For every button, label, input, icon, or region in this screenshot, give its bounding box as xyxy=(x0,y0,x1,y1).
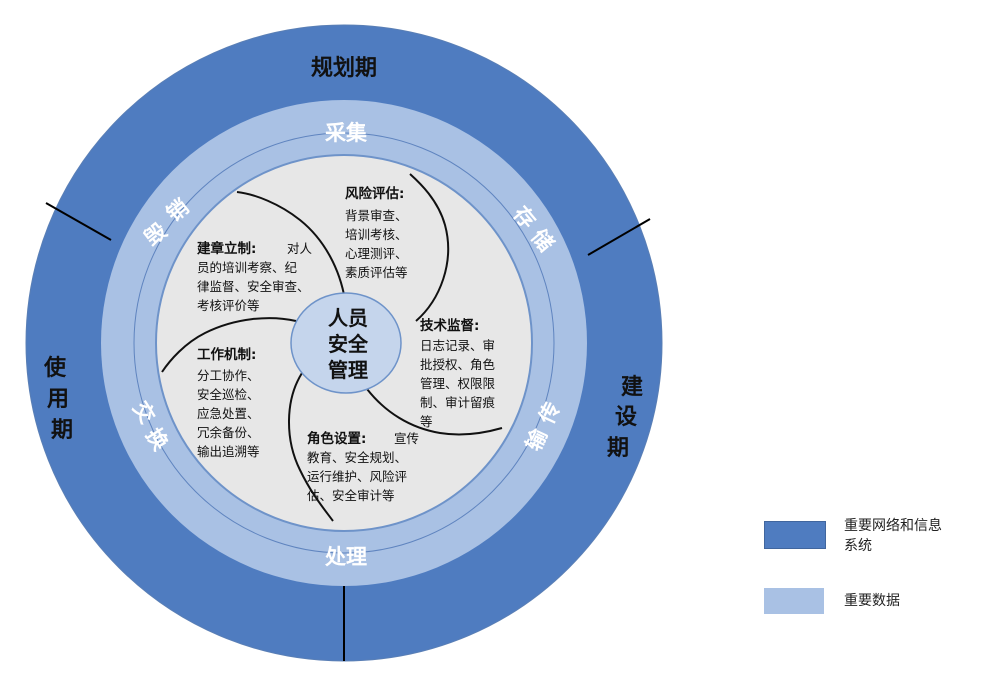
swirl-lines xyxy=(161,173,503,522)
tech-line-3: 管理、权限限 xyxy=(420,376,496,391)
divider-left xyxy=(45,202,112,241)
outer-label-left-2: 用 xyxy=(47,387,69,412)
swirl-line-2 xyxy=(366,388,503,436)
outer-label-top: 规划期 xyxy=(311,56,377,81)
divider-right xyxy=(587,218,651,256)
risk-line-1: 背景审查、 xyxy=(345,208,408,223)
tech-title: 技术监督: xyxy=(420,317,479,334)
center-line-3: 管理 xyxy=(328,358,368,382)
work-line-3: 应急处置、 xyxy=(197,406,260,421)
rules-title: 建章立制: xyxy=(196,240,256,257)
legend-swatch-data xyxy=(764,588,824,614)
outer-label-left-3: 期 xyxy=(51,418,73,443)
legend-label-network: 重要网络和信息 系统 xyxy=(844,516,942,556)
outer-label-right-2: 设 xyxy=(615,405,637,430)
center-line-1: 人员 xyxy=(328,306,368,330)
legend-label-data: 重要数据 xyxy=(844,591,900,611)
tech-line-1: 日志记录、审 xyxy=(420,338,495,353)
work-line-5: 输出追溯等 xyxy=(197,444,260,459)
role-line-4: 估、安全审计等 xyxy=(307,488,395,503)
role-line-3: 运行维护、风险评 xyxy=(307,469,407,484)
swirl-line-5 xyxy=(236,191,346,301)
legend-label-network-line-2: 系统 xyxy=(844,538,872,554)
rules-line-3: 律监督、安全审查、 xyxy=(197,279,310,294)
risk-line-3: 心理测评、 xyxy=(345,246,408,261)
swirl-line-1 xyxy=(409,173,450,322)
role-line-1: 宣传 xyxy=(394,431,419,446)
rules-line-1: 对人 xyxy=(287,241,313,256)
work-title: 工作机制: xyxy=(197,346,256,363)
tech-line-2: 批授权、角色 xyxy=(420,357,496,372)
tech-line-5: 等 xyxy=(420,414,433,429)
work-line-2: 安全巡检、 xyxy=(197,387,260,402)
risk-line-4: 素质评估等 xyxy=(345,265,408,280)
tech-line-4: 制、审计留痕 xyxy=(420,395,496,410)
role-title: 角色设置: xyxy=(307,430,366,447)
work-line-4: 冗余备份、 xyxy=(197,425,260,440)
work-line-1: 分工协作、 xyxy=(197,368,260,383)
risk-line-2: 培训考核、 xyxy=(345,227,408,242)
swirl-line-4 xyxy=(161,317,297,373)
data-label-bottom: 处理 xyxy=(324,545,367,569)
rules-line-2: 员的培训考察、纪 xyxy=(197,260,298,275)
center-title: 人员 安全 管理 xyxy=(328,306,369,382)
outer-label-left-1: 使 xyxy=(43,356,67,381)
legend-swatch-network xyxy=(764,521,826,549)
outer-label-right-3: 期 xyxy=(607,436,629,461)
legend-label-data-line-1: 重要数据 xyxy=(844,593,900,609)
outer-label-right-1: 建 xyxy=(621,375,643,400)
swirl-line-3 xyxy=(288,372,334,522)
data-label-top: 采集 xyxy=(325,121,368,145)
data-ring-track xyxy=(133,132,555,554)
center-node xyxy=(290,292,402,394)
role-line-2: 教育、安全规划、 xyxy=(307,450,407,465)
rules-line-4: 考核评价等 xyxy=(197,298,260,313)
center-line-2: 安全 xyxy=(328,332,369,356)
legend-label-network-line-1: 重要网络和信息 xyxy=(844,518,942,534)
risk-title: 风险评估: xyxy=(345,185,404,202)
